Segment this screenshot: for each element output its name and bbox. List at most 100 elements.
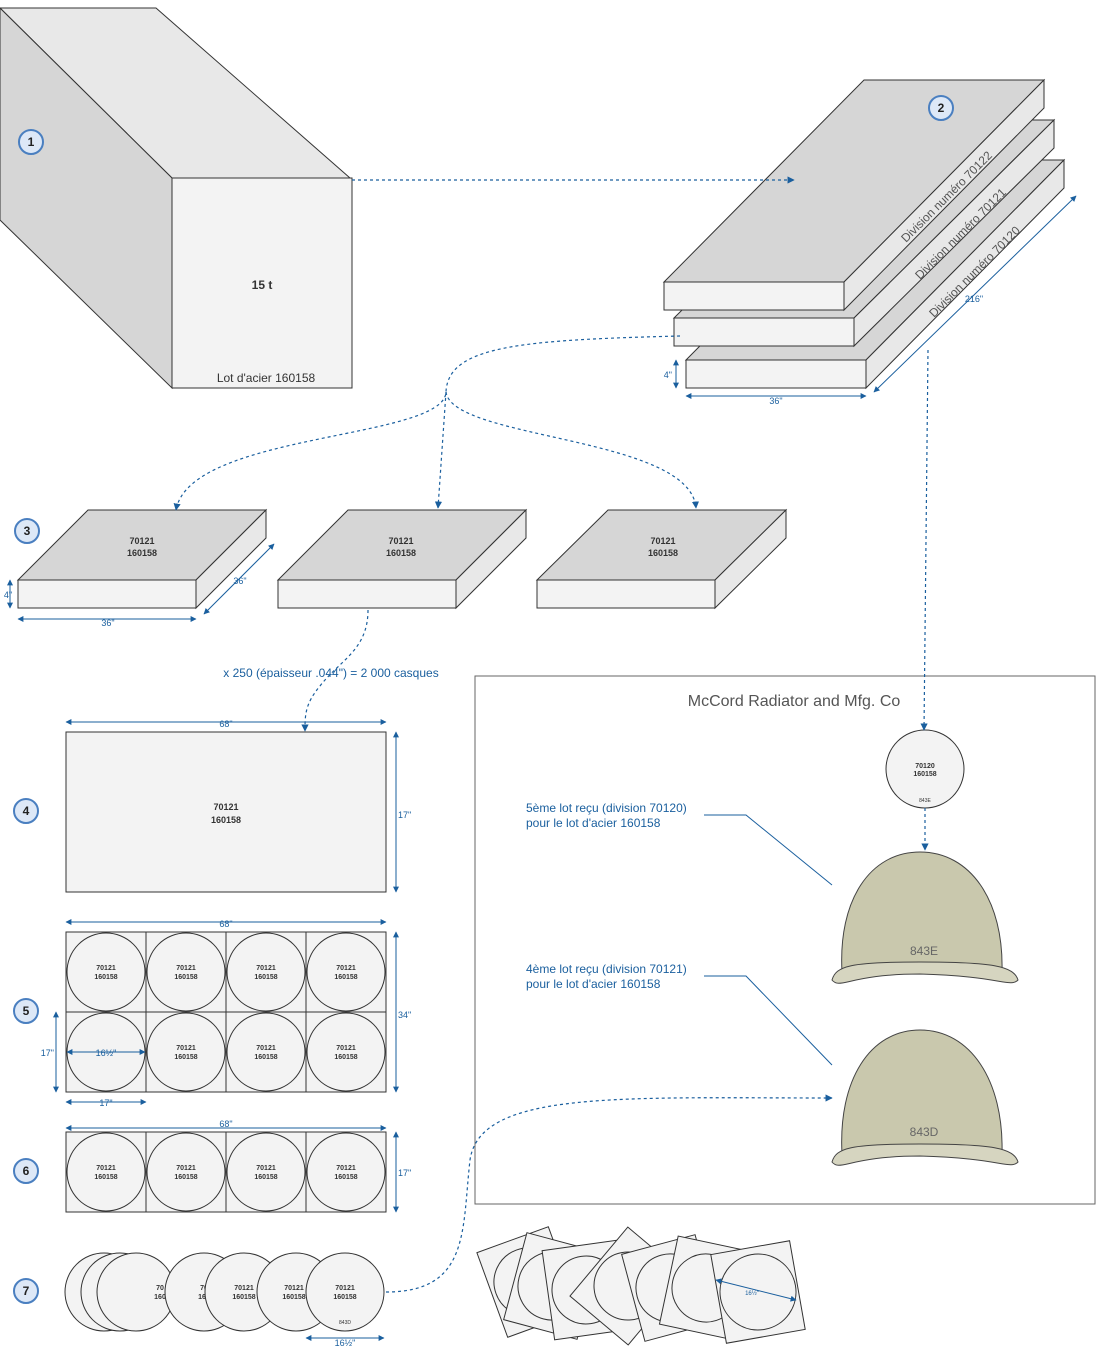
step-markers: 1 2 3 4 5 6 7 [13,95,954,1304]
svg-text:160158: 160158 [648,548,678,558]
grid-height-dim: 34" [398,1010,411,1020]
svg-text:2: 2 [938,101,945,115]
callout-2-line2: pour le lot d'acier 160158 [526,977,661,991]
svg-text:70121: 70121 [650,536,675,546]
disc-diameter-dim: 16½" [96,1048,117,1058]
svg-text:70121: 70121 [256,1045,276,1052]
scrap-pile: 16½" [476,1226,806,1346]
slab-thickness-dim: 4" [664,370,672,380]
svg-text:160158: 160158 [174,1174,197,1181]
svg-text:160158: 160158 [127,548,157,558]
svg-text:5: 5 [23,1004,30,1018]
svg-text:70121: 70121 [336,1045,356,1052]
svg-text:6: 6 [23,1164,30,1178]
svg-text:160158: 160158 [94,1174,117,1181]
grid-disc: 70121 160158 [146,932,226,1012]
svg-text:160: 160 [198,1294,210,1301]
factory-title: McCord Radiator and Mfg. Co [688,693,901,710]
step-6-marker: 6 [13,1158,39,1184]
svg-text:70121: 70121 [96,965,116,972]
grid-disc: 70121 160158 [226,1012,306,1092]
step-1-ingot: 15 t Lot d'acier 160158 [0,7,353,390]
svg-text:70121: 70121 [336,965,356,972]
front-disc [305,1252,385,1332]
strip-disc: 70121 160158 [146,1132,226,1212]
svg-text:7: 7 [23,1284,30,1298]
svg-text:160158: 160158 [94,974,117,981]
svg-text:160158: 160158 [174,974,197,981]
svg-text:70: 70 [156,1285,164,1292]
svg-text:70120: 70120 [915,763,935,770]
svg-text:843E: 843E [910,944,938,958]
step-7-disc-stack: 70 160 70 160 70121 160158 70121 160158 … [64,1252,385,1348]
strip-disc: 70121 160158 [226,1132,306,1212]
rolling-note: x 250 (épaisseur .044") = 2 000 casques [223,666,438,680]
cell-width-dim: 17" [99,1098,112,1108]
grid-disc: 70121 160158 [306,932,386,1012]
callout-1-line1: 5ème lot reçu (division 70120) [526,801,687,815]
step-5-marker: 5 [13,998,39,1024]
front-disc-stamp: 843D [339,1320,351,1326]
svg-text:160158: 160158 [282,1294,305,1301]
block-1: 70121 160158 [16,508,268,610]
svg-text:843D: 843D [910,1125,939,1139]
svg-text:70121: 70121 [234,1285,254,1292]
svg-text:70: 70 [200,1285,208,1292]
step-3-blocks: 70121 160158 70121 160158 70121 160158 4… [4,508,788,628]
step-1-marker: 1 [18,129,44,155]
slab-width-dim: 36" [769,396,782,406]
svg-text:160158: 160158 [386,548,416,558]
block-width-dim: 36" [101,618,114,628]
svg-text:70121: 70121 [335,1285,355,1292]
svg-text:160158: 160158 [232,1294,255,1301]
ingot-lot-label: Lot d'acier 160158 [217,371,316,385]
stack-diameter-dim: 16½" [335,1338,356,1348]
step-2-slabs: Division numéro 70122 Division numéro 70… [662,78,1077,406]
grid-disc: 70121 160158 [146,1012,226,1092]
callout-2-line1: 4ème lot reçu (division 70121) [526,962,687,976]
svg-text:70121: 70121 [284,1285,304,1292]
svg-text:4: 4 [23,804,30,818]
strip-height-dim: 17" [398,1168,411,1178]
ingot-weight: 15 t [252,278,273,292]
helmet-843d: 843D [831,1029,1019,1166]
svg-text:70121: 70121 [176,965,196,972]
callout-1-line2: pour le lot d'acier 160158 [526,816,661,830]
block-depth-dim: 36" [233,576,246,586]
block-thickness-dim: 4" [4,590,12,600]
grid-disc: 70121 160158 [226,932,306,1012]
svg-text:70121: 70121 [256,965,276,972]
svg-text:70121: 70121 [336,1165,356,1172]
svg-text:70121: 70121 [256,1165,276,1172]
helmet-843e: 843E [831,851,1019,984]
grid-width-dim: 68" [219,919,232,929]
block-3: 70121 160158 [535,508,788,610]
sheet-width-dim: 68" [219,719,232,729]
step-7-marker: 7 [13,1278,39,1304]
svg-text:160158: 160158 [254,1054,277,1061]
factory-box: McCord Radiator and Mfg. Co 70120 160158… [474,675,1096,1205]
step-4-marker: 4 [13,798,39,824]
svg-text:160: 160 [154,1294,166,1301]
step-5-grid: 70121 160158 70121 160158 70121 160158 7012… [41,919,411,1108]
svg-text:160158: 160158 [254,1174,277,1181]
ingot-front-face [171,177,353,389]
svg-text:160158: 160158 [174,1054,197,1061]
svg-text:160158: 160158 [334,974,357,981]
grid-disc: 70121 160158 [66,932,146,1012]
flow-arrows [173,176,929,1293]
strip-disc: 70121 160158 [306,1132,386,1212]
svg-text:1: 1 [28,135,35,149]
svg-text:160158: 160158 [334,1174,357,1181]
svg-text:70121: 70121 [176,1045,196,1052]
svg-text:70121: 70121 [176,1165,196,1172]
svg-text:70121: 70121 [129,536,154,546]
svg-text:3: 3 [24,524,31,538]
step-2-marker: 2 [928,95,954,121]
strip-width-dim: 68" [219,1119,232,1129]
svg-text:160158: 160158 [254,974,277,981]
